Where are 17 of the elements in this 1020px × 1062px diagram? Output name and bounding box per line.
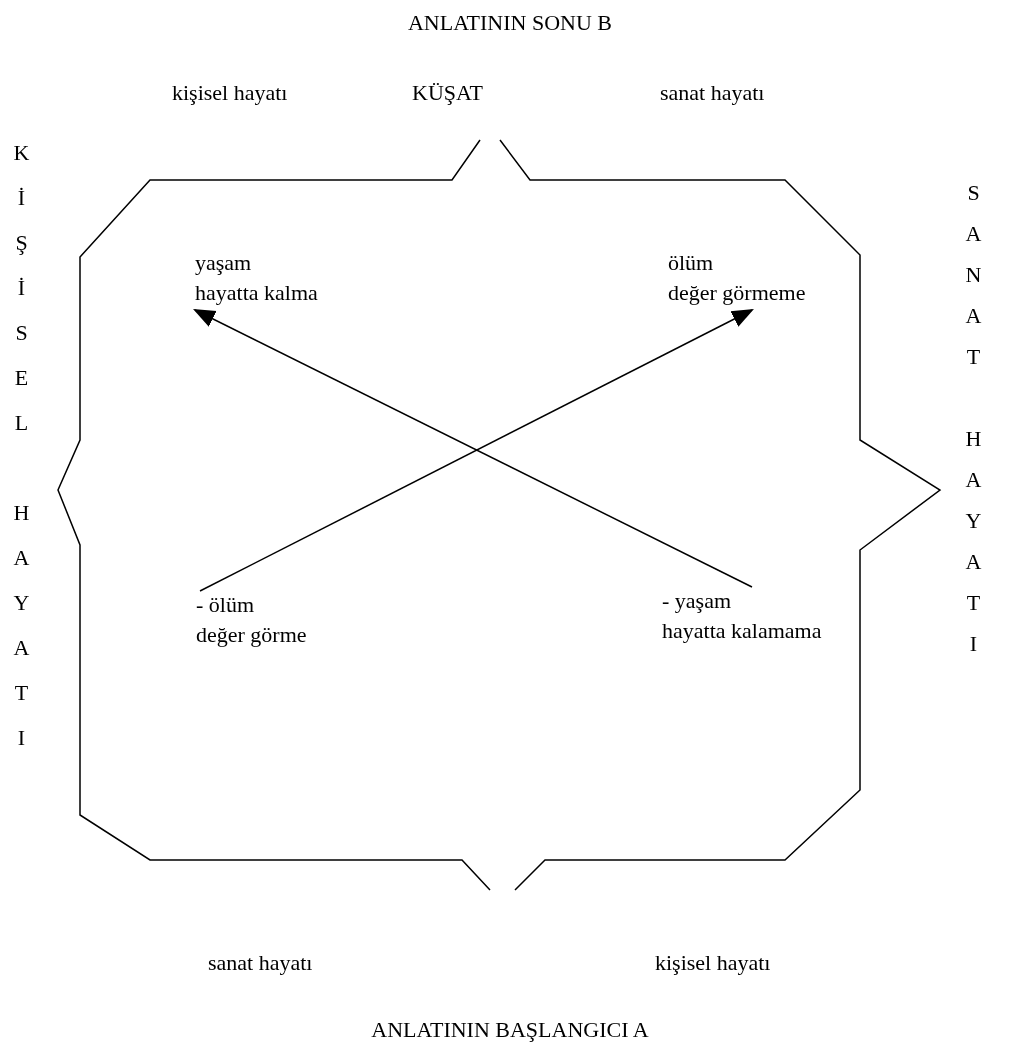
node-text: değer görmeme [668,279,806,307]
side-label: kişisel hayatı [172,79,288,107]
side-label: sanat hayatı [208,949,313,977]
node-text: - yaşam [662,587,733,615]
node-text: değer görme [196,621,307,649]
node-text: yaşam [195,249,253,277]
node-text: ölüm [668,249,715,277]
vertical-label: KİŞİSEL HAYATI [8,140,35,770]
side-label: kişisel hayatı [655,949,771,977]
node-text: - ölüm [196,591,256,619]
side-label: sanat hayatı [660,79,765,107]
vertical-label: SANAT HAYATI [960,180,987,672]
node-text: hayatta kalma [195,279,318,307]
heading: ANLATININ BAŞLANGICI A [371,1016,649,1044]
side-label: KÜŞAT [412,79,483,107]
heading: ANLATININ SONU B [407,9,613,37]
node-text: hayatta kalamama [662,617,822,645]
